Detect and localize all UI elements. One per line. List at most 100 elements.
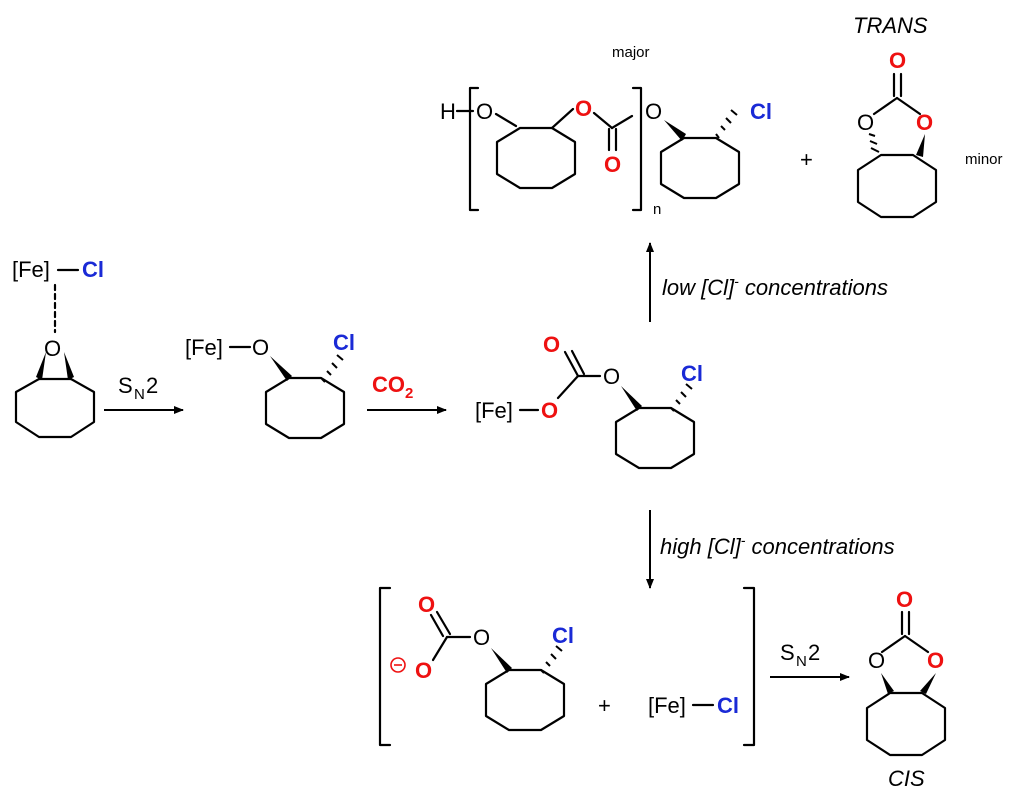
sn2-subscript: N: [796, 653, 807, 670]
high-chloride-arrow: high [Cl]- concentrations: [646, 510, 895, 589]
c-o-bond: [610, 114, 634, 130]
carbonate-oxygen: O: [575, 96, 592, 121]
fe-label: [Fe]: [648, 693, 686, 718]
c-o-bond: [550, 107, 575, 130]
epoxide-oxygen: O: [44, 336, 61, 361]
ring-oxygen: O: [927, 648, 944, 673]
plus-sign: +: [800, 147, 813, 172]
fe-label: [Fe]: [12, 257, 50, 282]
carbonyl-oxygen: O: [543, 332, 560, 357]
c-o-bond: [880, 634, 907, 654]
sn2-s: S: [780, 640, 795, 665]
ester-oxygen: O: [603, 364, 620, 389]
c-o-bond: [903, 634, 930, 654]
carbonyl-oxygen: O: [889, 48, 906, 73]
wedge-bond: [270, 356, 292, 381]
c-o-double-bond: [435, 610, 452, 636]
chlorine-label: Cl: [333, 330, 355, 355]
c-o-double-bond: [570, 349, 586, 376]
carbonate-oxygen: O: [541, 398, 558, 423]
trans-cyclic-carbonate: TRANS O O O minor: [853, 13, 1003, 219]
hashed-bond: [540, 645, 563, 674]
sn2-s: S: [118, 373, 133, 398]
negative-charge-icon: [390, 657, 406, 673]
polymer-bracket-right: [631, 86, 643, 212]
minor-label: minor: [965, 151, 1003, 168]
fe-label: [Fe]: [475, 398, 513, 423]
cyclohexane-ring: [484, 668, 566, 732]
low-chloride-arrow: low [Cl]- concentrations: [646, 242, 888, 322]
wedge-bond: [64, 352, 74, 380]
cyclohexane-ring: [865, 691, 947, 757]
trans-label: TRANS: [853, 13, 928, 38]
o-c-bond: [592, 111, 614, 130]
hashed-bond: [868, 133, 880, 153]
wedge-bond: [621, 386, 642, 411]
c-o-bond: [872, 96, 899, 116]
hydrogen-label: H: [440, 99, 456, 124]
sn2-subscript: N: [134, 386, 145, 403]
plus-sign: +: [598, 693, 611, 718]
fe-alkoxide-intermediate: [Fe] O Cl: [185, 330, 355, 440]
o-c-bond: [556, 374, 580, 400]
co2-arrow: CO 2: [367, 372, 447, 414]
co2-subscript: 2: [405, 385, 413, 402]
high-cl-label: high [Cl]- concentrations: [660, 532, 895, 559]
fe-carbonate-intermediate: [Fe] O O O Cl: [475, 332, 703, 470]
carbonyl-oxygen: O: [896, 587, 913, 612]
anion-oxygen: O: [415, 658, 432, 683]
cyclohexane-ring: [14, 377, 96, 439]
chlorine-label: Cl: [82, 257, 104, 282]
alkoxide-oxygen: O: [252, 335, 269, 360]
ring-oxygen: O: [857, 110, 874, 135]
major-label: major: [612, 44, 650, 61]
sn2-arrow-1: S N 2: [104, 373, 184, 414]
cyclohexane-ring: [856, 153, 938, 219]
carbonyl-oxygen: O: [604, 152, 621, 177]
cyclohexane-ring: [495, 126, 577, 190]
c-o-double-bond: [563, 350, 580, 378]
wedge-bond: [881, 673, 894, 694]
bracket-right: [742, 586, 756, 747]
cis-label: CIS: [888, 766, 925, 791]
cyclohexane-ring: [659, 136, 741, 200]
repeat-n-label: n: [653, 201, 661, 218]
wedge-bond: [920, 673, 936, 694]
chlorine-label: Cl: [750, 99, 772, 124]
hashed-bond: [670, 383, 693, 412]
ring-oxygen: O: [868, 648, 885, 673]
chlorine-label: Cl: [552, 623, 574, 648]
cis-cyclic-carbonate: O O O CIS: [865, 587, 947, 791]
hashed-bond: [321, 354, 344, 383]
wedge-bond: [491, 648, 512, 673]
hashed-bond: [715, 109, 738, 139]
polycarbonate-product: major H O O O n O Cl: [440, 44, 772, 218]
fe-label: [Fe]: [185, 335, 223, 360]
carbonate-anion-pair: O O O Cl + [Fe] Cl: [378, 586, 756, 747]
co2-c: CO: [372, 372, 405, 397]
fe-epoxide-complex: [Fe] Cl O: [12, 257, 104, 439]
carbonyl-oxygen: O: [418, 592, 435, 617]
bracket-left: [378, 586, 392, 747]
cyclohexane-ring: [264, 376, 346, 440]
c-o-double-bond: [429, 613, 445, 638]
o-c-bond: [494, 112, 518, 128]
end-oxygen: O: [645, 99, 662, 124]
c-o-bond: [895, 96, 922, 116]
c-o-bond: [431, 635, 449, 662]
chlorine-label: Cl: [681, 361, 703, 386]
sn2-two: 2: [808, 640, 820, 665]
wedge-bond: [916, 134, 925, 157]
chlorine-label: Cl: [717, 693, 739, 718]
wedge-bond: [664, 120, 686, 141]
cyclohexane-ring: [614, 406, 696, 470]
low-cl-label: low [Cl]- concentrations: [662, 273, 888, 300]
sn2-two: 2: [146, 373, 158, 398]
wedge-bond: [36, 352, 46, 380]
sn2-arrow-2: S N 2: [770, 640, 850, 681]
ester-oxygen: O: [473, 625, 490, 650]
polymer-bracket-left: [468, 86, 480, 212]
chain-oxygen: O: [476, 99, 493, 124]
ring-oxygen: O: [916, 110, 933, 135]
